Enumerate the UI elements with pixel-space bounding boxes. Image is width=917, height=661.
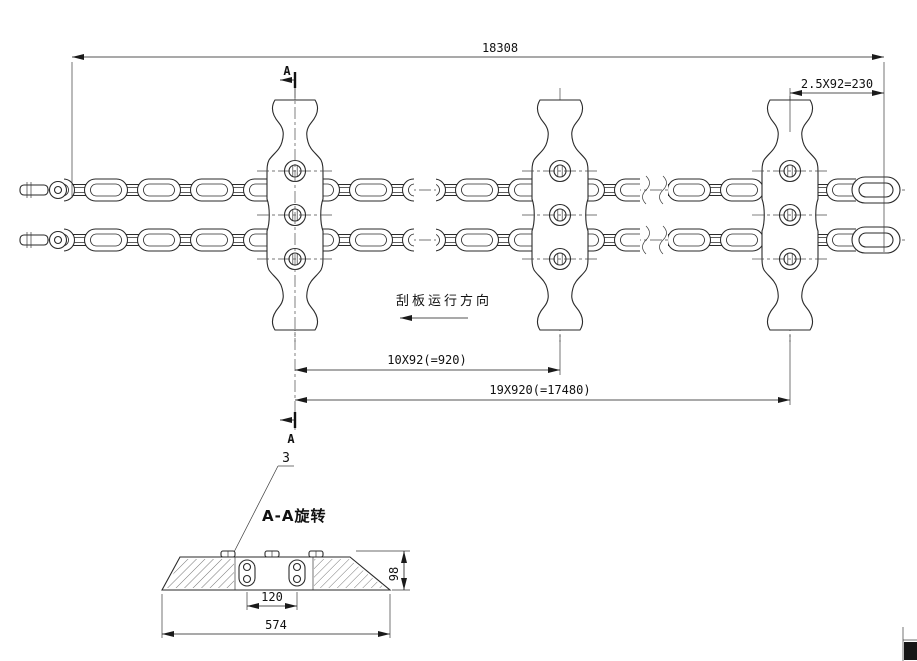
part-leader: 3 bbox=[231, 451, 294, 557]
dim-right-pitch: 2.5X92=230 bbox=[789, 77, 884, 132]
dim-section-width-value: 574 bbox=[265, 618, 287, 632]
chain-row-top bbox=[64, 175, 856, 205]
part-number-label: 3 bbox=[282, 451, 290, 466]
chain-right-end-link-bottom bbox=[851, 226, 901, 254]
section-outline bbox=[161, 556, 392, 591]
direction-of-travel: 刮板运行方向 bbox=[396, 293, 492, 321]
dim-right-pitch-value: 2.5X92=230 bbox=[801, 77, 873, 91]
chain-left-end-fitting-top bbox=[19, 180, 68, 200]
section-marker-bottom: A bbox=[280, 412, 297, 446]
dim-section-height-value: 98 bbox=[387, 567, 401, 581]
section-letter-bottom: A bbox=[287, 432, 295, 446]
dim-section-width: 574 bbox=[161, 594, 391, 638]
section-marker-top: A bbox=[280, 64, 297, 88]
dim-overall: 18308 bbox=[71, 41, 885, 252]
scraper-flight-bar-2 bbox=[521, 87, 599, 343]
title-block-corner bbox=[902, 627, 917, 661]
dim-total-pitch-value: 19X920(=17480) bbox=[489, 383, 590, 397]
section-bolt-heads bbox=[220, 550, 324, 558]
section-view bbox=[161, 550, 392, 591]
section-chain-profiles bbox=[238, 559, 306, 587]
chain-left-end-fitting-bottom bbox=[19, 230, 68, 250]
dim-total-pitch: 19X920(=17480) bbox=[295, 335, 791, 405]
dim-section-inner: 120 bbox=[246, 590, 298, 610]
chain-row-bottom bbox=[64, 225, 856, 255]
dim-mid-pitch-value: 10X92(=920) bbox=[387, 353, 466, 367]
chain-right-end-link-top bbox=[851, 176, 901, 204]
direction-label: 刮板运行方向 bbox=[396, 293, 492, 309]
section-title: A-A旋转 bbox=[262, 507, 326, 525]
dim-mid-pitch: 10X92(=920) bbox=[295, 335, 561, 375]
chain-break-marks bbox=[642, 175, 667, 255]
section-letter-top: A bbox=[283, 64, 291, 78]
dim-overall-value: 18308 bbox=[482, 41, 518, 55]
dim-section-height: 98 bbox=[356, 550, 410, 591]
dim-section-inner-value: 120 bbox=[261, 590, 283, 604]
